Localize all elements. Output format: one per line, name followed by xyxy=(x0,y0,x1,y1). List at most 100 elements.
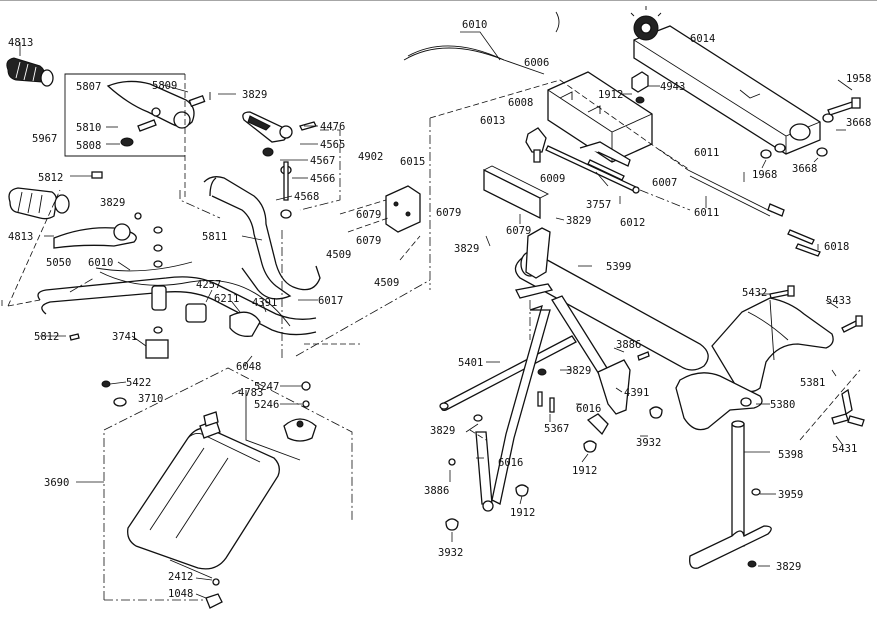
label-6006: 6006 xyxy=(524,57,549,69)
label-4568: 4568 xyxy=(294,191,319,203)
grip-4813-top xyxy=(6,57,54,87)
label-6211: 6211 xyxy=(214,293,239,305)
label-4813-b: 4813 xyxy=(8,231,33,243)
label-3959: 3959 xyxy=(778,489,803,501)
bracket-6015 xyxy=(339,79,561,290)
label-4391-b: 4391 xyxy=(624,387,649,399)
stand-5398 xyxy=(689,420,772,569)
label-4476: 4476 xyxy=(320,121,345,133)
label-5246: 5246 xyxy=(254,399,279,411)
label-4943: 4943 xyxy=(660,81,685,93)
bracket-5381 xyxy=(675,297,834,431)
label-5050: 5050 xyxy=(46,257,71,269)
lever-5050 xyxy=(53,212,142,249)
label-6018: 6018 xyxy=(824,241,849,253)
link-5401 xyxy=(439,335,577,412)
part-labels: 4813 5807 5809 3829 5967 5810 5808 5812 … xyxy=(8,19,871,600)
label-5809: 5809 xyxy=(152,80,177,92)
label-3886-a: 3886 xyxy=(616,339,641,351)
label-6012: 6012 xyxy=(620,217,645,229)
label-6007: 6007 xyxy=(652,177,677,189)
label-5808: 5808 xyxy=(76,140,101,152)
label-4567: 4567 xyxy=(310,155,335,167)
label-5967: 5967 xyxy=(32,133,57,145)
label-1912-b: 1912 xyxy=(572,465,597,477)
label-5247: 5247 xyxy=(254,381,279,393)
cable-6011 xyxy=(687,169,773,213)
label-3757: 3757 xyxy=(586,199,611,211)
label-1968: 1968 xyxy=(752,169,777,181)
label-3829-e: 3829 xyxy=(776,561,801,573)
label-4813-a: 4813 xyxy=(8,37,33,49)
label-6079-a: 6079 xyxy=(356,209,381,221)
label-3829-f: 3829 xyxy=(566,365,591,377)
label-6011-b: 6011 xyxy=(694,207,719,219)
label-3829-g: 3829 xyxy=(430,425,455,437)
label-6017: 6017 xyxy=(318,295,343,307)
lever-4476 xyxy=(242,111,293,143)
label-5432: 5432 xyxy=(742,287,767,299)
handlebar-6017 xyxy=(37,176,321,337)
label-6015: 6015 xyxy=(400,156,425,168)
label-6011-a: 6011 xyxy=(694,147,719,159)
label-3829-b: 3829 xyxy=(100,197,125,209)
label-5380: 5380 xyxy=(770,399,795,411)
label-5399: 5399 xyxy=(606,261,631,273)
label-4783: 4783 xyxy=(238,387,263,399)
label-5367: 5367 xyxy=(544,423,569,435)
label-1958: 1958 xyxy=(846,73,871,85)
label-3886-b: 3886 xyxy=(424,485,449,497)
label-2412: 2412 xyxy=(168,571,193,583)
label-1912-a: 1912 xyxy=(598,89,623,101)
label-6010-b: 6010 xyxy=(462,19,487,31)
fuel-tank-3690 xyxy=(127,411,280,579)
label-5381: 5381 xyxy=(800,377,825,389)
label-3668-a: 3668 xyxy=(846,117,871,129)
label-5812-a: 5812 xyxy=(38,172,63,184)
label-5431: 5431 xyxy=(832,443,857,455)
label-5807: 5807 xyxy=(76,81,101,93)
frame-rail-6006 xyxy=(547,71,653,163)
label-3829-a: 3829 xyxy=(242,89,267,101)
gear-top xyxy=(630,6,662,41)
label-5811: 5811 xyxy=(202,231,227,243)
label-6013: 6013 xyxy=(480,115,505,127)
label-3710: 3710 xyxy=(138,393,163,405)
label-3829-c: 3829 xyxy=(566,215,591,227)
grip-4813-lower xyxy=(8,187,70,220)
label-4565: 4565 xyxy=(320,139,345,151)
label-3668-b: 3668 xyxy=(792,163,817,175)
label-6009: 6009 xyxy=(540,173,565,185)
label-3932-a: 3932 xyxy=(636,437,661,449)
label-1912-c: 1912 xyxy=(510,507,535,519)
label-5810: 5810 xyxy=(76,122,101,134)
label-1048: 1048 xyxy=(168,588,193,600)
axle-5399 xyxy=(514,227,709,371)
fuel-cap-5246 xyxy=(283,381,317,442)
label-6016-a: 6016 xyxy=(576,403,601,415)
label-4902: 4902 xyxy=(358,151,383,163)
label-6079-b: 6079 xyxy=(356,235,381,247)
label-6008: 6008 xyxy=(508,97,533,109)
label-6079-d: 6079 xyxy=(506,225,531,237)
label-6016-b: 6016 xyxy=(498,457,523,469)
label-6079-c: 6079 xyxy=(436,207,461,219)
label-3932-b: 3932 xyxy=(438,547,463,559)
label-4257: 4257 xyxy=(196,279,221,291)
link-6016 xyxy=(475,304,551,512)
label-5401: 5401 xyxy=(458,357,483,369)
label-6048: 6048 xyxy=(236,361,261,373)
label-5812-b: 5812 xyxy=(34,331,59,343)
label-3690: 3690 xyxy=(44,477,69,489)
label-4391-a: 4391 xyxy=(252,297,277,309)
label-4509-b: 4509 xyxy=(374,277,399,289)
label-5398: 5398 xyxy=(778,449,803,461)
label-4566: 4566 xyxy=(310,173,335,185)
plate-6013 xyxy=(483,165,550,220)
label-6010-a: 6010 xyxy=(88,257,113,269)
label-6014: 6014 xyxy=(690,33,715,45)
label-4509-a: 4509 xyxy=(326,249,351,261)
handlebar-group xyxy=(1,57,431,360)
